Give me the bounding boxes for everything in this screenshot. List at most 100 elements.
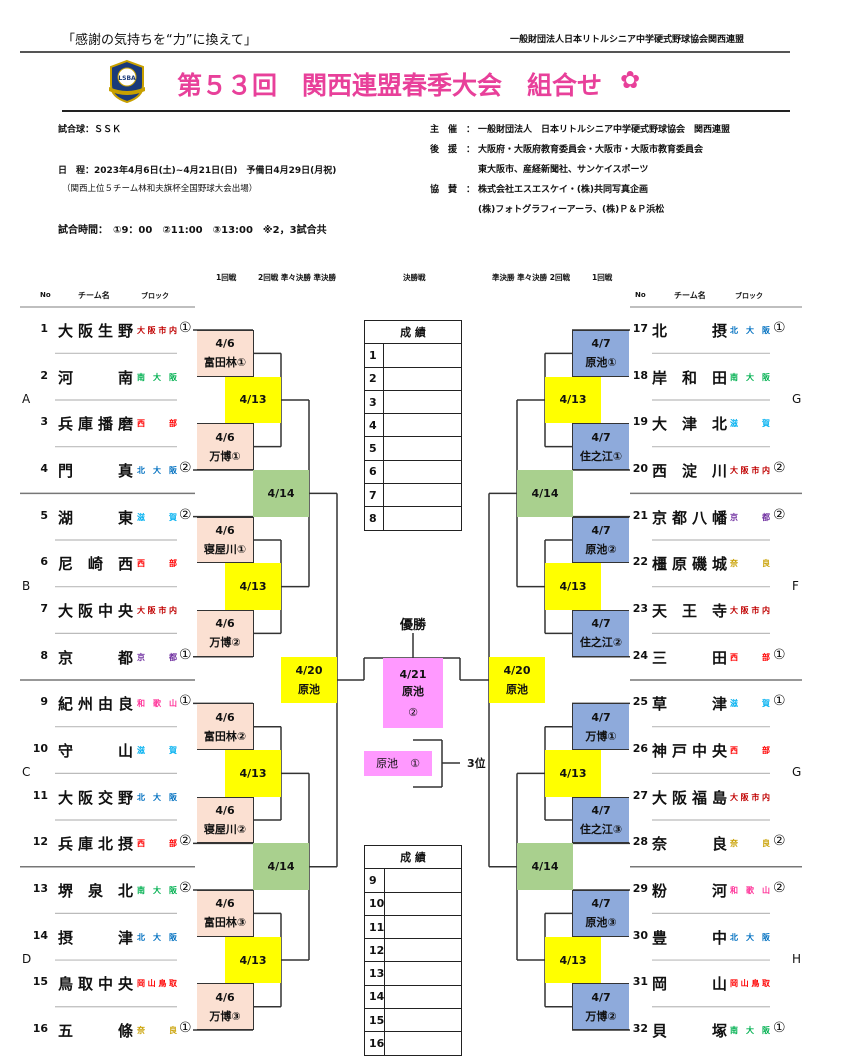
match-text: 寝屋川② — [203, 823, 247, 837]
team-number: 29 — [632, 882, 648, 896]
team-name[interactable]: 奈良 — [652, 835, 727, 854]
team-number: 27 — [632, 788, 648, 802]
team-name[interactable]: 守山 — [58, 742, 133, 761]
team-name[interactable]: 摂津 — [58, 928, 133, 947]
results-row: 12 — [363, 938, 462, 963]
results-cell[interactable] — [384, 938, 462, 963]
team-name[interactable]: 粉河 — [652, 882, 727, 901]
team-name[interactable]: 岡山 — [652, 975, 727, 994]
org-name: 一般財団法人日本リトルシニア中学硬式野球協会関西連盟 — [510, 35, 745, 45]
group-label: F — [792, 578, 799, 593]
team-number: 10 — [32, 742, 48, 756]
results-cell[interactable] — [384, 984, 462, 1010]
team-name[interactable]: 豊中 — [652, 928, 727, 947]
team-name[interactable]: 神戸中央 — [652, 742, 727, 761]
quarterfinal-match: 4/14 — [253, 843, 309, 891]
seed-badge: ② — [179, 506, 192, 523]
team-name[interactable]: 大津北 — [652, 415, 727, 434]
team-name[interactable]: 紀州由良 — [58, 695, 133, 714]
group-label: G — [792, 765, 802, 780]
team-name[interactable]: 三田 — [652, 648, 727, 667]
match-text: 4/6 — [215, 710, 235, 724]
team-block: 奈良 — [730, 839, 770, 849]
results-cell[interactable] — [383, 413, 462, 438]
page-title: 第５３回 関西連盟春季大会 組合せ — [177, 71, 603, 100]
match-text: 富田林① — [203, 356, 247, 370]
results-cell[interactable] — [384, 868, 462, 893]
support-1: 大阪府・大阪府教育委員会・大阪市・大阪市教育委員会 — [478, 145, 704, 155]
results-row: 1 — [364, 343, 462, 368]
results-row: 9 — [363, 868, 462, 893]
results-cell[interactable] — [384, 961, 462, 986]
third-place-match: 原池 ① — [364, 751, 432, 776]
champion-label: 優勝 — [400, 618, 427, 633]
results-cell[interactable] — [383, 483, 462, 508]
seed-badge: ② — [179, 460, 192, 476]
results-rank: 9 — [363, 868, 386, 893]
match-text: 万博③ — [209, 1009, 241, 1023]
results-cell[interactable] — [383, 366, 462, 391]
results-row: 13 — [363, 961, 462, 986]
team-name[interactable]: 兵庫北摂 — [58, 835, 133, 854]
team-name[interactable]: 京都八幡 — [652, 508, 727, 527]
team-number: 30 — [632, 928, 648, 942]
results-cell[interactable] — [383, 436, 462, 461]
match-text: 4/6 — [215, 897, 235, 911]
results-cell[interactable] — [384, 1031, 462, 1056]
team-name[interactable]: 京都 — [58, 648, 133, 667]
team-block: 岡山鳥取 — [730, 979, 770, 989]
left-team-header: チーム名 — [78, 291, 110, 300]
team-name[interactable]: 大阪交野 — [58, 788, 133, 807]
results-rank: 14 — [363, 984, 386, 1010]
team-name[interactable]: 大阪生野 — [58, 322, 133, 340]
results-cell[interactable] — [383, 459, 462, 485]
team-name[interactable]: 西淀川 — [652, 462, 727, 480]
host-label: 主 催 ： — [430, 125, 476, 135]
results-cell[interactable] — [383, 389, 462, 415]
third-slot: ① — [410, 757, 420, 770]
team-name[interactable]: 貝塚 — [652, 1022, 727, 1041]
team-name[interactable]: 堺泉北 — [58, 882, 133, 901]
team-name[interactable]: 橿原磯城 — [652, 555, 727, 574]
results-header: 成 績 — [364, 319, 462, 345]
team-block: 和歌山 — [730, 886, 770, 896]
match-text: 原池 — [506, 683, 528, 697]
team-block: 北大阪 — [730, 932, 770, 942]
left-round1-header: 1回戦 — [216, 273, 237, 282]
team-name[interactable]: 湖東 — [58, 508, 133, 527]
results-cell[interactable] — [384, 914, 462, 940]
team-name[interactable]: 門真 — [58, 462, 133, 480]
round2-match: 4/13 — [225, 563, 281, 610]
team-block: 南大阪 — [137, 372, 177, 382]
results-rank: 6 — [364, 459, 384, 485]
round2-match: 4/13 — [225, 376, 281, 424]
team-name[interactable]: 大阪福島 — [652, 788, 727, 807]
team-name[interactable]: 大阪中央 — [58, 602, 133, 621]
team-number: 26 — [632, 742, 648, 756]
sponsor-1: 株式会社エスエスケイ・(株)共同写真企画 — [478, 185, 649, 195]
team-name[interactable]: 兵庫播磨 — [58, 415, 133, 434]
team-name[interactable]: 河南 — [58, 368, 133, 387]
results-row: 5 — [364, 436, 462, 461]
team-block: 岡山鳥取 — [137, 979, 177, 989]
team-number: 7 — [40, 602, 48, 616]
team-number: 2 — [40, 368, 48, 382]
team-name[interactable]: 岸和田 — [652, 368, 727, 387]
results-cell[interactable] — [384, 1008, 462, 1033]
team-name[interactable]: 北摂 — [652, 322, 727, 340]
results-row: 8 — [364, 506, 462, 531]
team-name[interactable]: 尼崎西 — [58, 555, 133, 574]
results-cell[interactable] — [383, 506, 462, 531]
results-cell[interactable] — [384, 891, 462, 916]
team-name[interactable]: 草津 — [652, 695, 727, 714]
match-text: 万博② — [209, 636, 241, 650]
team-name[interactable]: 鳥取中央 — [58, 975, 133, 994]
results-cell[interactable] — [383, 343, 462, 368]
league-logo: LSBA — [105, 59, 149, 104]
team-name[interactable]: 五條 — [58, 1022, 133, 1041]
team-block: 北大阪 — [137, 792, 177, 802]
team-name[interactable]: 天王寺 — [652, 602, 727, 621]
